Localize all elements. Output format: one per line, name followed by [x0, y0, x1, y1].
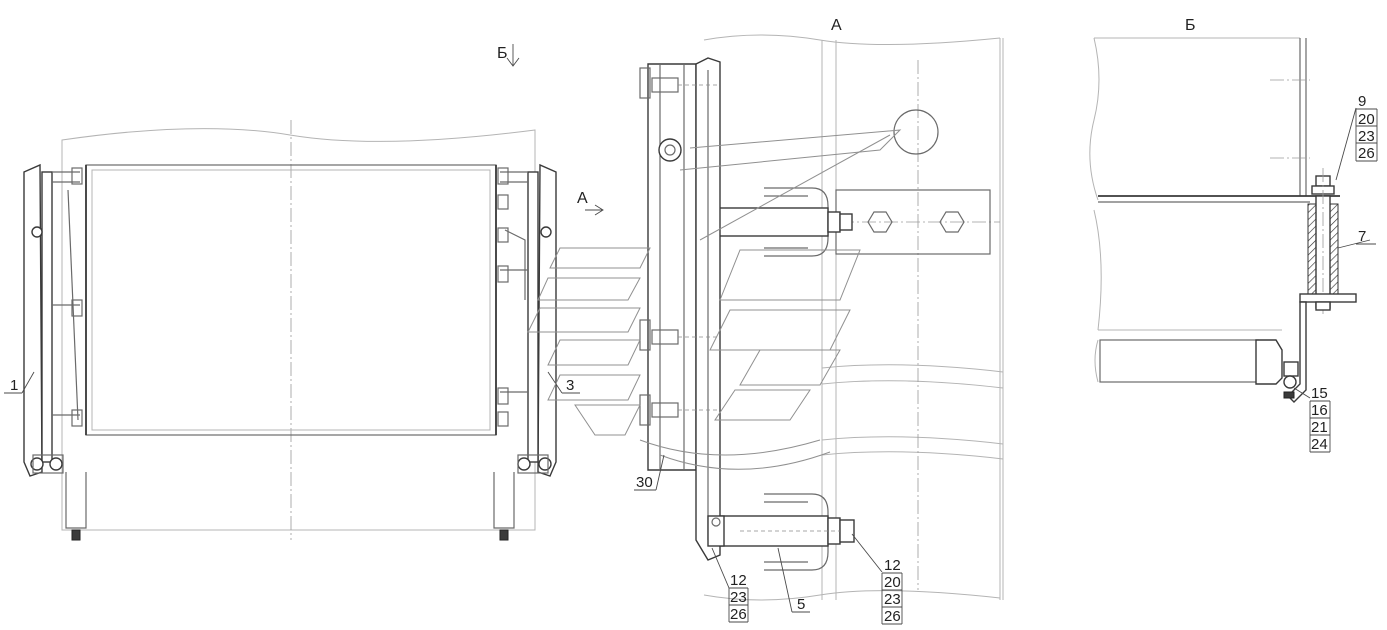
- callout-stack-right: 12 20 23 26: [851, 533, 903, 625]
- callout-stack-left: 12 23 26: [711, 547, 749, 623]
- view-arrow-a: А: [577, 190, 604, 216]
- callout-3-label: 3: [566, 377, 574, 394]
- callout-30-label: 30: [636, 474, 653, 491]
- callout-stack-bottom: 15 16 21 24: [1293, 385, 1331, 453]
- callout-5: 5: [777, 547, 810, 613]
- view-arrow-a-label: А: [577, 190, 588, 207]
- callout-stack-bottom-2: 21: [1311, 419, 1328, 436]
- view-a: А: [527, 17, 1004, 601]
- callout-stack-left-1: 23: [730, 589, 747, 606]
- callout-stack-top: 9 20 23 26: [1335, 93, 1378, 181]
- callout-1: 1: [4, 371, 35, 394]
- callout-stack-right-0: 12: [884, 557, 901, 574]
- callout-stack-bottom-0: 15: [1311, 385, 1328, 402]
- callout-stack-right-3: 26: [884, 608, 901, 625]
- callout-stack-left-0: 12: [730, 572, 747, 589]
- callout-stack-bottom-3: 24: [1311, 436, 1328, 453]
- callout-7: 7: [1337, 228, 1376, 249]
- callout-stack-top-1: 20: [1358, 111, 1375, 128]
- callout-stack-right-1: 20: [884, 574, 901, 591]
- callout-5-label: 5: [797, 596, 805, 613]
- radiator-front-view: [23, 120, 557, 541]
- callout-stack-left-2: 26: [730, 606, 747, 623]
- callout-3: 3: [547, 371, 580, 394]
- callout-7-label: 7: [1358, 228, 1366, 245]
- callout-stack-top-2: 23: [1358, 128, 1375, 145]
- view-b: Б: [1089, 17, 1357, 403]
- callout-stack-right-2: 23: [884, 591, 901, 608]
- callout-1-label: 1: [10, 377, 18, 394]
- view-b-title: Б: [1185, 17, 1196, 34]
- view-arrow-b: Б: [497, 44, 520, 67]
- view-arrow-b-label: Б: [497, 45, 508, 62]
- callout-stack-top-3: 26: [1358, 145, 1375, 162]
- callout-30: 30: [634, 454, 665, 491]
- callout-stack-bottom-1: 16: [1311, 402, 1328, 419]
- callout-stack-top-0: 9: [1358, 93, 1366, 110]
- view-a-title: А: [831, 17, 842, 34]
